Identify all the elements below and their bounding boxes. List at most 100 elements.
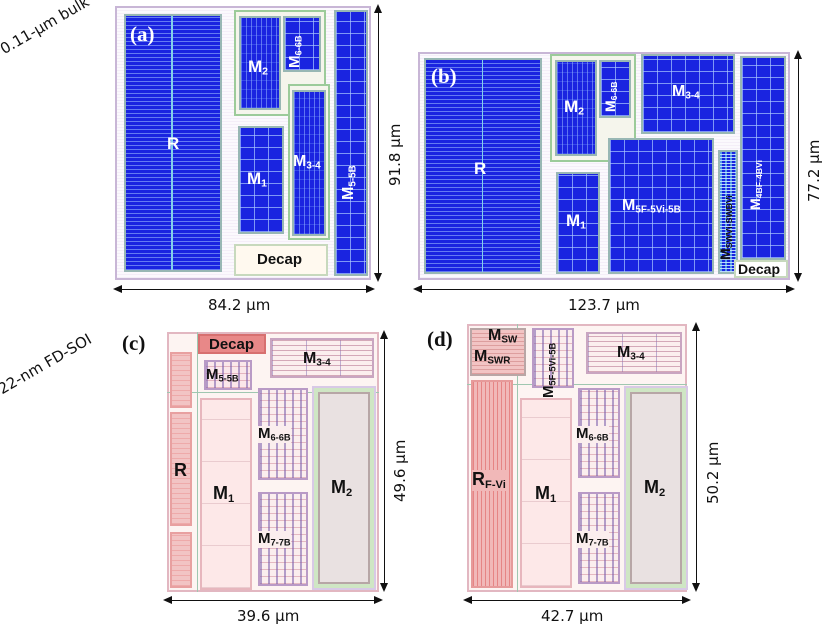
label-c-M1: M1	[213, 483, 235, 505]
label-d-M77B: M7-7B	[576, 530, 609, 548]
dim-d-height-line	[696, 326, 697, 590]
dim-d-height-label: 50.2 μm	[704, 441, 722, 504]
block-b-decap	[734, 260, 788, 278]
dim-b-width-label: 123.7 μm	[568, 296, 640, 314]
label-b-R: R	[474, 159, 487, 178]
panel-letter-b: (b)	[431, 64, 457, 88]
block-c-M55B	[204, 360, 252, 390]
dim-d-width-arrow-right	[682, 596, 691, 604]
dim-c-width-line	[168, 600, 378, 601]
dim-c-width-arrow-left	[163, 596, 172, 604]
dim-b-height-line	[798, 54, 799, 280]
block-a-R	[124, 14, 222, 272]
label-a-M55B: M5-5B	[340, 165, 359, 200]
dim-a-height-line	[378, 8, 379, 280]
label-d-M2: M2	[644, 477, 666, 499]
label-c-M2: M2	[331, 477, 353, 499]
label-b-M66B: M6-6B	[602, 81, 620, 112]
dim-b-height-arrow-down	[794, 273, 802, 282]
label-a-R: R	[167, 134, 180, 153]
label-b-decap: Decap	[738, 261, 781, 277]
label-a-M34: M3-4	[293, 153, 321, 172]
dim-b-width-line	[418, 289, 790, 290]
block-b-M1	[556, 172, 600, 274]
wire-d-2	[517, 324, 518, 592]
dim-a-width-arrow-right	[366, 285, 375, 293]
dim-a-height-arrow-down	[374, 273, 382, 282]
block-d-M34	[586, 332, 682, 374]
panel-letter-c: (c)	[122, 331, 146, 355]
block-d-M1	[520, 398, 572, 588]
label-c-M77B: M7-7B	[258, 530, 291, 548]
wire-d-1	[467, 384, 687, 385]
label-d-M1: M1	[535, 483, 557, 505]
label-b-MSW: MSWVi-SWBVi	[717, 195, 735, 260]
block-b-MSW	[718, 150, 738, 274]
block-a-M2	[239, 16, 281, 110]
block-b-M4BF	[740, 56, 786, 260]
block-a-M66B	[283, 16, 321, 72]
dim-d-width-arrow-left	[463, 596, 472, 604]
block-b-M34	[641, 54, 735, 134]
label-c-M66B: M6-6B	[258, 425, 291, 443]
label-c-M34: M3-4	[303, 350, 331, 369]
label-b-M5F: M5F-5Vi-5B	[622, 197, 681, 216]
dim-c-height-label: 49.6 μm	[391, 439, 409, 502]
block-d-M2	[630, 392, 682, 584]
label-a-M66B: M6-6B	[286, 35, 304, 68]
label-a-M2: M2	[248, 57, 269, 78]
label-a-decap: Decap	[257, 251, 303, 268]
panel-letter-d: (d)	[427, 327, 453, 351]
label-b-M2: M2	[564, 97, 585, 118]
block-c-R-bot	[170, 532, 192, 588]
row-label-bulk: 0.11-μm bulk	[0, 0, 93, 58]
dim-d-height-arrow-down	[692, 583, 700, 592]
block-b-R	[424, 58, 542, 274]
block-b-M66B	[599, 60, 631, 118]
dim-a-width-line	[118, 289, 370, 290]
panel-letter-a: (a)	[130, 22, 155, 46]
block-c-decap	[198, 334, 266, 354]
block-c-R-mid	[170, 412, 192, 526]
block-d-M5F	[532, 328, 574, 388]
block-a-M55B	[334, 10, 368, 276]
dim-b-height-label: 77.2 μm	[805, 139, 823, 202]
label-b-M1: M1	[566, 211, 587, 232]
block-c-M34	[270, 338, 374, 378]
row-label-soi: 22-nm FD-SOI	[0, 330, 95, 398]
dim-c-width-label: 39.6 μm	[237, 607, 300, 625]
dim-a-height-arrow-up	[374, 4, 382, 13]
dim-c-width-arrow-right	[374, 596, 383, 604]
dim-b-height-arrow-up	[794, 50, 802, 59]
dim-c-height-line	[384, 334, 385, 590]
dim-d-height-arrow-up	[692, 322, 700, 331]
dim-b-width-arrow-right	[786, 285, 795, 293]
wire-c-2	[197, 332, 198, 592]
block-d-MSW-group	[470, 328, 526, 376]
block-b-M5F	[608, 138, 714, 274]
dim-c-height-arrow-up	[380, 330, 388, 339]
block-a-M1	[238, 126, 284, 234]
block-c-M2	[318, 392, 370, 584]
dim-b-width-arrow-left	[413, 285, 422, 293]
label-c-R: R	[174, 460, 187, 480]
dim-a-height-label: 91.8 μm	[386, 123, 404, 186]
label-b-M34: M3-4	[672, 83, 700, 102]
label-c-decap: Decap	[209, 336, 255, 353]
label-d-RFVi: RF-Vi	[472, 469, 506, 491]
dim-d-width-label: 42.7 μm	[541, 607, 604, 625]
label-d-MSW: MSW	[488, 327, 518, 346]
label-d-M66B: M6-6B	[576, 425, 609, 443]
dim-a-width-arrow-left	[113, 285, 122, 293]
label-d-M34: M3-4	[617, 344, 645, 363]
block-b-M2	[555, 60, 597, 156]
label-d-MSWR: MSWR	[474, 348, 511, 367]
label-c-M55B: M5-5B	[206, 366, 239, 384]
block-c-M1	[200, 398, 252, 590]
label-d-M5F: M5F-5Vi-5B	[540, 342, 558, 398]
block-a-M34	[292, 90, 326, 236]
block-a-decap	[234, 244, 328, 276]
dim-c-height-arrow-down	[380, 583, 388, 592]
label-a-M1: M1	[247, 169, 268, 190]
dim-a-width-label: 84.2 μm	[208, 296, 271, 314]
